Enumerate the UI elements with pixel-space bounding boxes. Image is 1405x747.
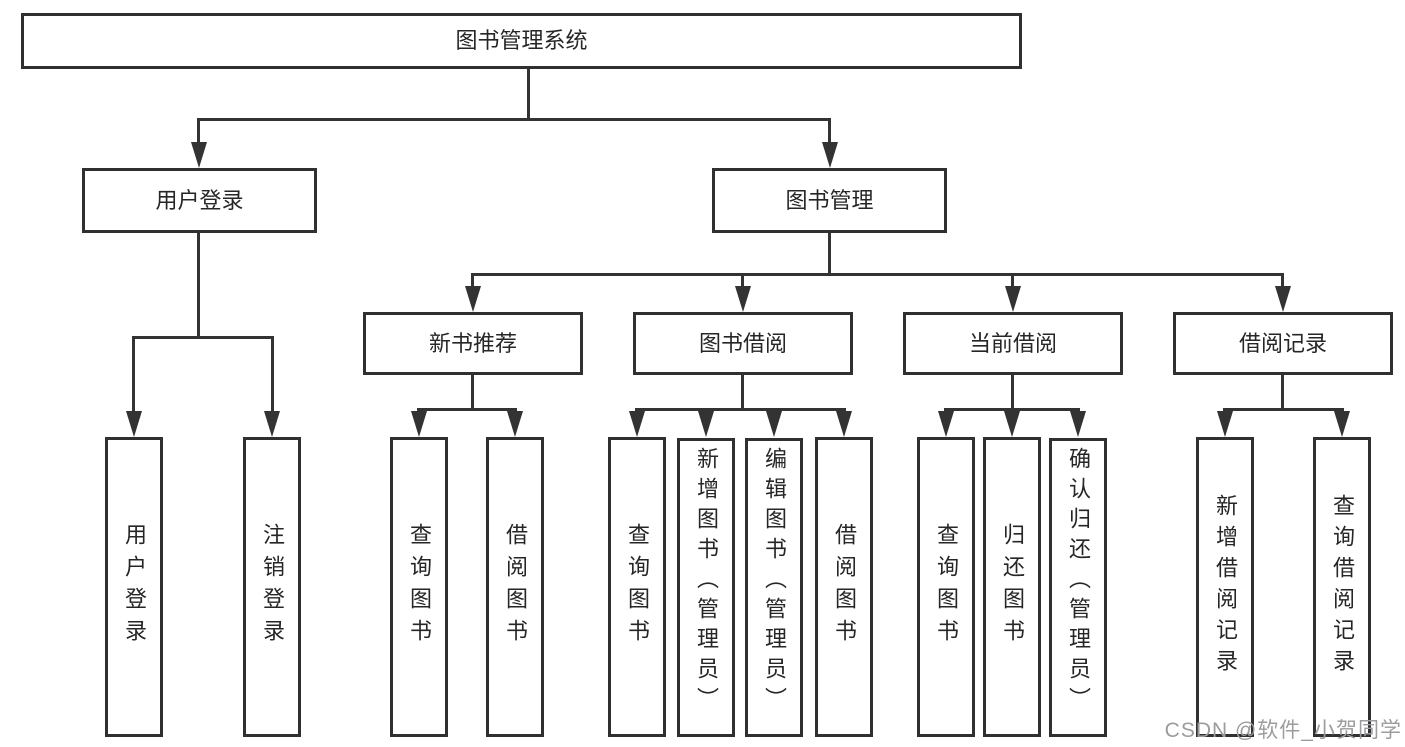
connector-hline [417, 408, 517, 411]
node-current-borrowing: 当前借阅 [903, 312, 1123, 375]
connector-vline [132, 336, 135, 413]
node-library-system: 图书管理系统 [21, 13, 1022, 69]
connector-vline [271, 336, 274, 413]
node-label: 新增图书（管理员） [694, 447, 719, 717]
node-new-book-recommend: 新书推荐 [363, 312, 583, 375]
connector-vline [1011, 273, 1014, 288]
leaf-cb-confirm-return-admin: 确认归还（管理员） [1049, 438, 1107, 737]
connector-vline [471, 273, 474, 288]
node-label: 确认归还（管理员） [1066, 447, 1091, 717]
leaf-bb-edit-books-admin: 编辑图书（管理员） [745, 438, 803, 737]
leaf-bb-query-books: 查询图书 [608, 437, 666, 737]
arrowhead-down-icon [629, 411, 645, 437]
arrowhead-down-icon [1334, 411, 1350, 437]
arrowhead-down-icon [126, 411, 142, 437]
arrowhead-down-icon [507, 411, 523, 437]
node-label: 图书管理系统 [455, 28, 588, 53]
connector-vline [1011, 375, 1014, 411]
arrowhead-down-icon [836, 411, 852, 437]
leaf-bb-add-books-admin: 新增图书（管理员） [677, 438, 735, 737]
arrowhead-down-icon [735, 286, 751, 312]
node-book-management-branch: 图书管理 [712, 168, 947, 233]
arrowhead-down-icon [465, 286, 481, 312]
arrowhead-down-icon [1005, 286, 1021, 312]
node-label: 注销登录 [260, 523, 285, 651]
connector-vline [197, 118, 200, 144]
arrowhead-down-icon [1275, 286, 1291, 312]
node-label: 借阅图书 [503, 523, 528, 651]
arrowhead-down-icon [411, 411, 427, 437]
connector-vline [828, 118, 831, 144]
node-label: 查询图书 [407, 523, 432, 651]
node-book-borrowing: 图书借阅 [633, 312, 853, 375]
arrowhead-down-icon [1004, 411, 1020, 437]
node-label: 新增借阅记录 [1213, 494, 1238, 680]
arrowhead-down-icon [191, 142, 207, 168]
leaf-nbr-borrow-books: 借阅图书 [486, 437, 544, 737]
connector-vline [471, 375, 474, 411]
node-label: 新书推荐 [428, 330, 517, 356]
connector-hline [944, 408, 1080, 411]
leaf-br-add-record: 新增借阅记录 [1196, 437, 1254, 737]
connector-hline [635, 408, 846, 411]
csdn-watermark: CSDN @软件_小贺同学 [1164, 719, 1402, 742]
node-label: 查询图书 [934, 523, 959, 651]
node-label: 用户登录 [155, 187, 244, 213]
arrowhead-down-icon [938, 411, 954, 437]
node-label: 图书管理 [785, 187, 874, 213]
leaf-user-login: 用户登录 [105, 437, 163, 737]
leaf-br-query-record: 查询借阅记录 [1313, 437, 1371, 737]
leaf-cb-return-books: 归还图书 [983, 437, 1041, 737]
connector-vline [741, 273, 744, 288]
connector-vline [1281, 273, 1284, 288]
node-label: 当前借阅 [968, 330, 1057, 356]
leaf-cb-query-books: 查询图书 [917, 437, 975, 737]
arrowhead-down-icon [1217, 411, 1233, 437]
leaf-logout: 注销登录 [243, 437, 301, 737]
connector-hline [197, 118, 831, 121]
node-label: 查询图书 [625, 523, 650, 651]
arrowhead-down-icon [1070, 411, 1086, 437]
connector-vline [527, 69, 530, 121]
arrowhead-down-icon [766, 411, 782, 437]
connector-hline [132, 336, 274, 339]
node-borrowing-records: 借阅记录 [1173, 312, 1393, 375]
connector-vline [828, 233, 831, 275]
node-label: 图书借阅 [698, 330, 787, 356]
connector-vline [741, 375, 744, 411]
connector-hline [471, 273, 1284, 276]
node-label: 用户登录 [122, 523, 147, 651]
node-label: 归还图书 [1000, 523, 1025, 651]
arrowhead-down-icon [698, 411, 714, 437]
node-label: 编辑图书（管理员） [762, 447, 787, 717]
node-label: 借阅记录 [1238, 330, 1327, 356]
arrowhead-down-icon [264, 411, 280, 437]
connector-vline [197, 233, 200, 338]
node-label: 借阅图书 [832, 523, 857, 651]
node-label: 查询借阅记录 [1330, 494, 1355, 680]
arrowhead-down-icon [822, 142, 838, 168]
leaf-nbr-query-books: 查询图书 [390, 437, 448, 737]
leaf-bb-borrow-books: 借阅图书 [815, 437, 873, 737]
node-user-login-branch: 用户登录 [82, 168, 317, 233]
connector-vline [1281, 375, 1284, 411]
connector-hline [1223, 408, 1344, 411]
